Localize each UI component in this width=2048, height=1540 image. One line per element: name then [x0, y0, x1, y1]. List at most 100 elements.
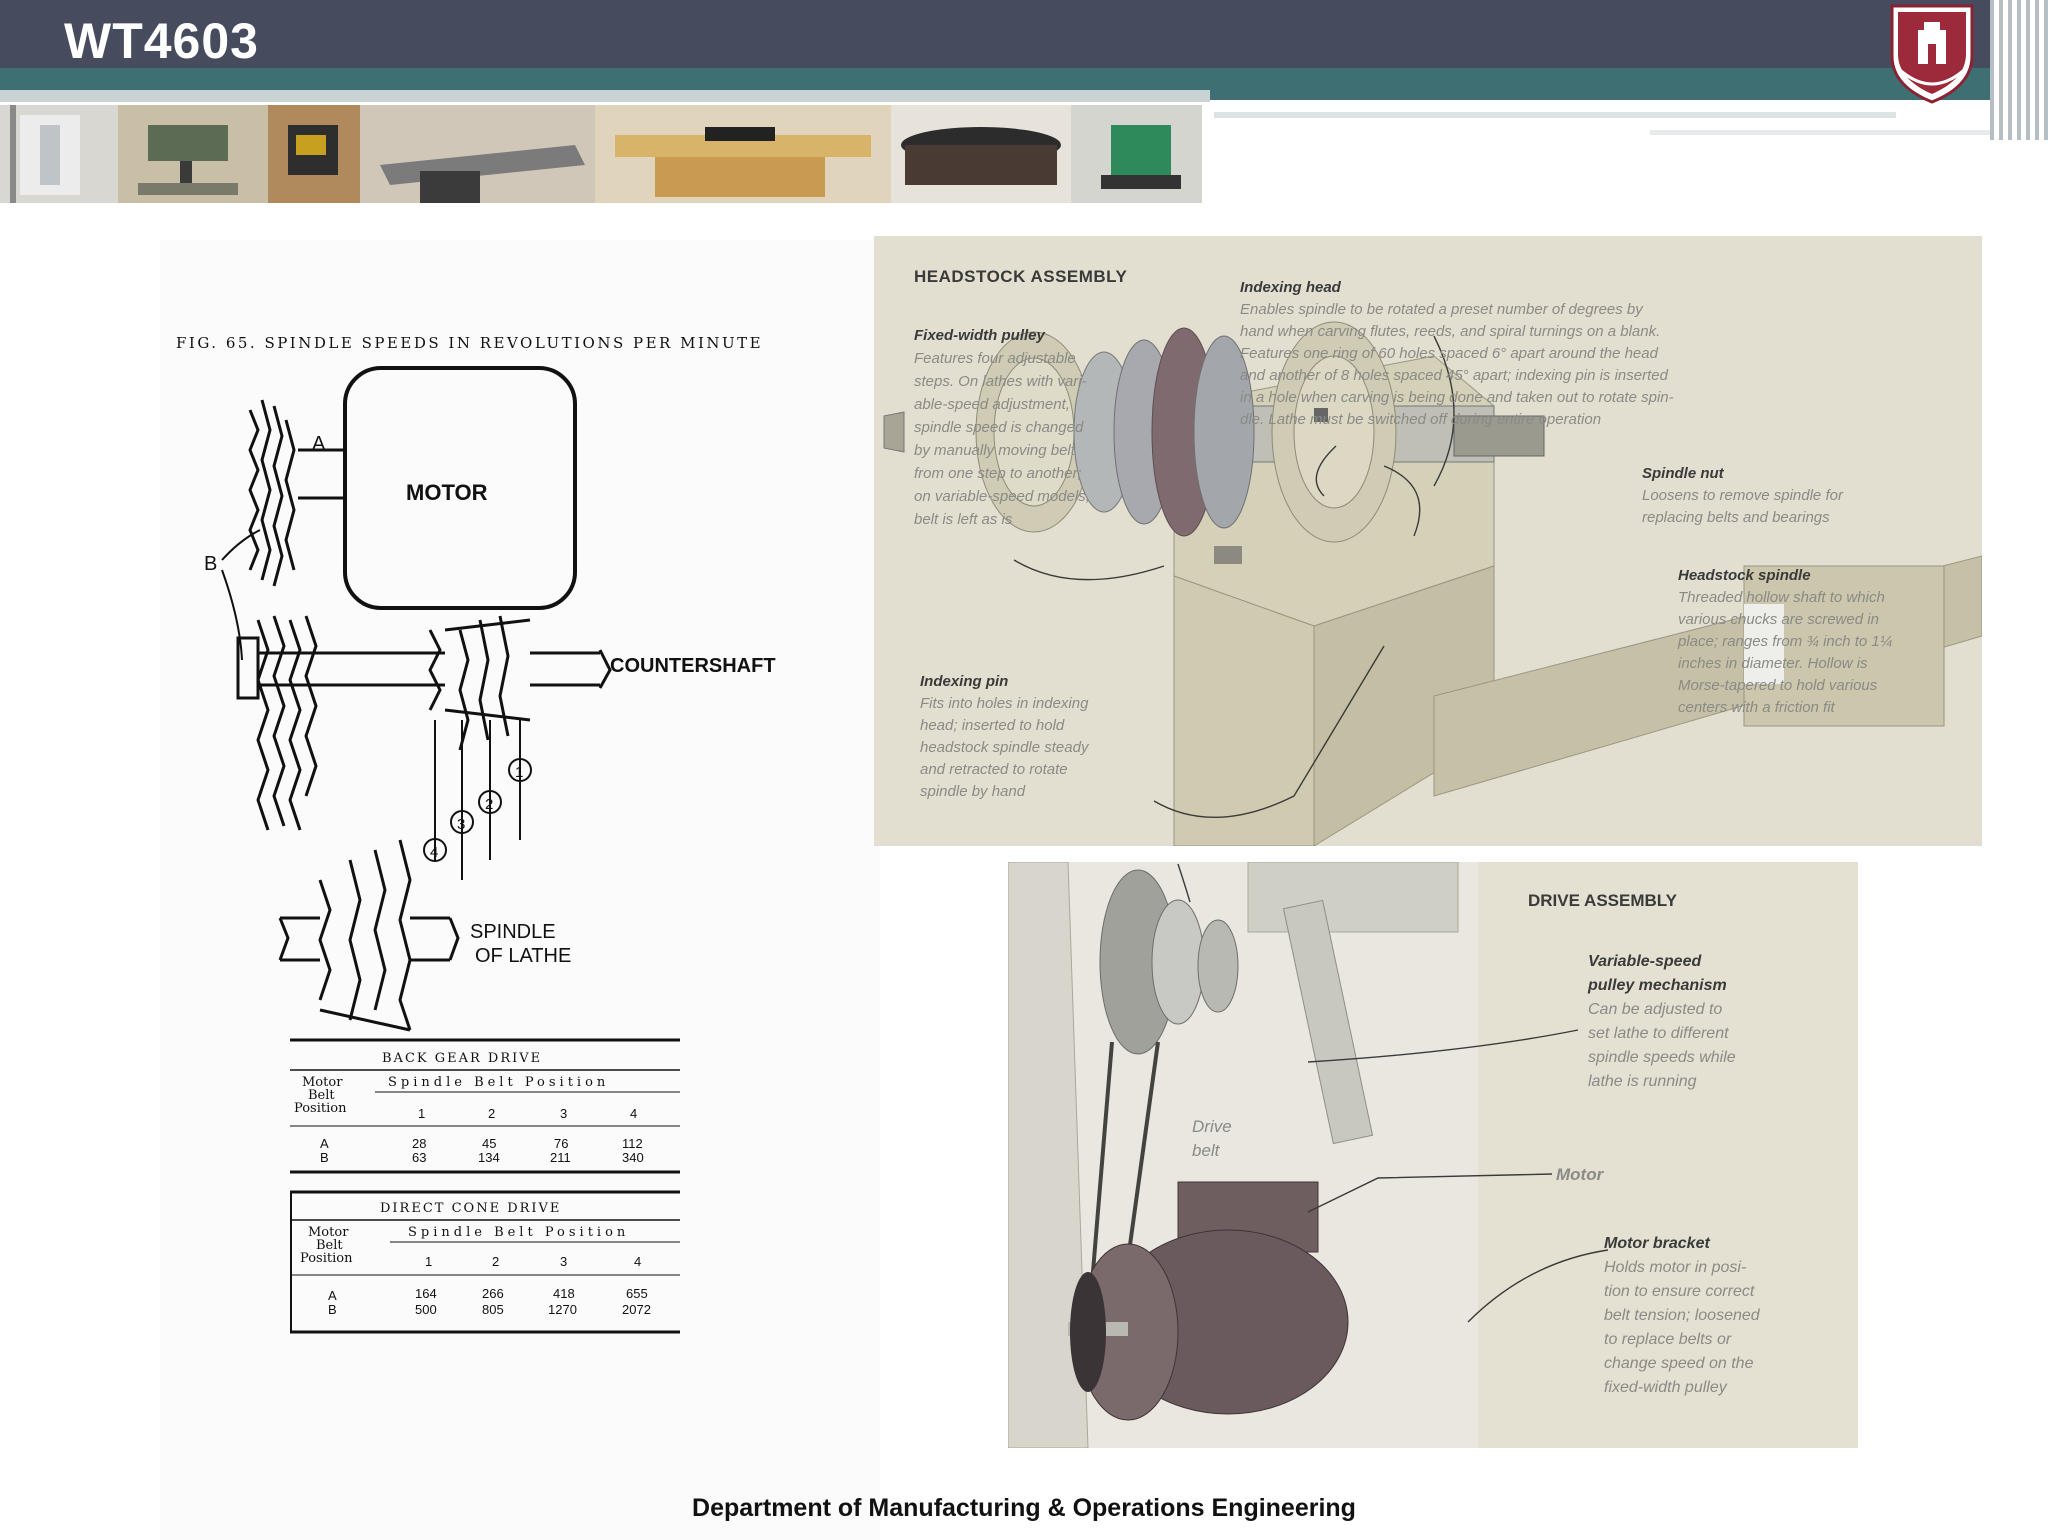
- label-b: B: [204, 553, 217, 575]
- direct-col-group: Spindle Belt Position: [408, 1225, 629, 1240]
- back-gear-row-b: B: [320, 1150, 329, 1165]
- direct-b-4: 2072: [622, 1302, 651, 1317]
- headstock-spindle-line-3: place; ranges from ¾ inch to 1¼: [1677, 633, 1892, 650]
- motor-bracket-line-5: change speed on the: [1604, 1355, 1754, 1372]
- spindle-nut-line-1: Loosens to remove spindle for: [1642, 487, 1844, 504]
- drive-belt-label-1: Drive: [1192, 1117, 1232, 1136]
- countershaft-label: COUNTERSHAFT: [610, 655, 776, 677]
- back-gear-a-4: 112: [622, 1136, 643, 1151]
- back-gear-b-1: 63: [412, 1150, 426, 1165]
- drill-press-photo: [118, 105, 268, 203]
- motor-bracket-line-3: belt tension; loosened: [1604, 1307, 1761, 1324]
- direct-a-3: 418: [553, 1286, 575, 1301]
- direct-col-2: 2: [492, 1254, 499, 1269]
- university-crest-logo: [1890, 4, 1974, 104]
- header-line-short: [1650, 130, 2010, 135]
- fixed-pulley-line-7: on variable-speed models,: [914, 488, 1090, 505]
- spindle-label-line2: OF LATHE: [475, 945, 571, 967]
- fixed-pulley-line-5: by manually moving belt: [914, 442, 1076, 459]
- headstock-spindle-line-6: centers with a friction fit: [1678, 699, 1836, 716]
- saw-photo: [268, 105, 360, 203]
- motor-bracket-line-1: Holds motor in posi-: [1604, 1259, 1746, 1276]
- indexing-head-line-2: hand when carving flutes, reeds, and spi…: [1240, 323, 1660, 340]
- direct-col-3: 3: [560, 1254, 567, 1269]
- countershaft: [236, 615, 612, 831]
- drive-illustration: DRIVE ASSEMBLY Variable-speed pulley mec…: [1008, 862, 1761, 1448]
- variable-speed-line-3: spindle speeds while: [1588, 1049, 1736, 1066]
- fixed-pulley-line-1: Features four adjustable: [914, 350, 1076, 367]
- headstock-spindle-line-2: various chucks are screwed in: [1678, 611, 1879, 628]
- table-saw-photo: [595, 105, 891, 203]
- title-bar: WT4603: [0, 0, 2048, 69]
- direct-row-header-2: Belt: [316, 1238, 343, 1253]
- back-gear-row-header-1: Motor: [302, 1075, 343, 1090]
- direct-a-2: 266: [482, 1286, 504, 1301]
- position-2: 2: [485, 796, 493, 813]
- spindle-nut-title: Spindle nut: [1642, 465, 1725, 482]
- spindle-cone-pulley: [278, 839, 460, 1032]
- router-photo: [1071, 105, 1202, 203]
- sander-photo: [891, 105, 1071, 203]
- spindle-label-line1: SPINDLE: [470, 921, 556, 943]
- headstock-spindle-title: Headstock spindle: [1678, 567, 1811, 584]
- variable-speed-line-4: lathe is running: [1588, 1073, 1697, 1090]
- variable-speed-line-1: Can be adjusted to: [1588, 1001, 1722, 1018]
- leader-lines: [1013, 335, 1455, 819]
- variable-speed-line-2: set lathe to different: [1588, 1025, 1729, 1042]
- headstock-spindle-line-4: inches in diameter. Hollow is: [1678, 655, 1868, 672]
- direct-b-2: 805: [482, 1302, 504, 1317]
- indexing-pin-line-4: and retracted to rotate: [920, 761, 1068, 778]
- back-gear-b-2: 134: [478, 1150, 500, 1165]
- back-gear-title: BACK GEAR DRIVE: [382, 1051, 542, 1066]
- motor-box: [343, 366, 577, 610]
- fixed-pulley-line-4: spindle speed is changed: [914, 419, 1084, 436]
- headstock-illustration: HEADSTOCK ASSEMBLY Fixed-width pulley Fe…: [883, 267, 1982, 846]
- indexing-head-callout: Indexing head Enables spindle to be rota…: [1240, 279, 1674, 428]
- headstock-spindle-line-1: Threaded hollow shaft to which: [1678, 589, 1885, 606]
- header-line: [1214, 112, 1896, 118]
- drive-belt-callout: Drive belt: [1192, 1117, 1232, 1160]
- drive-title: DRIVE ASSEMBLY: [1528, 891, 1678, 910]
- label-a: A: [312, 433, 326, 455]
- back-gear-table: BACK GEAR DRIVE Motor Belt Position Spin…: [290, 1038, 680, 1174]
- back-gear-a-2: 45: [482, 1136, 496, 1151]
- back-gear-col-2: 2: [488, 1106, 495, 1121]
- headstock-spindle-line-5: Morse-tapered to hold various: [1678, 677, 1878, 694]
- back-gear-b-4: 340: [622, 1150, 644, 1165]
- drive-motor: [1068, 1181, 1349, 1421]
- course-code: WT4603: [64, 13, 259, 69]
- direct-b-1: 500: [415, 1302, 437, 1317]
- indexing-pin-line-3: headstock spindle steady: [920, 739, 1090, 756]
- indexing-pin-title: Indexing pin: [920, 673, 1008, 690]
- indexing-head-line-3: Features one ring of 60 holes spaced 6° …: [1240, 345, 1659, 362]
- indexing-pin-line-2: head; inserted to hold: [920, 717, 1065, 734]
- belt-position-arrows: [423, 720, 532, 880]
- variable-speed-pulleys: [1099, 869, 1239, 1055]
- direct-a-4: 655: [626, 1286, 648, 1301]
- direct-row-header-3: Position: [300, 1251, 353, 1266]
- left-figure-panel: [160, 240, 880, 1540]
- spindle-nut-line-2: replacing belts and bearings: [1642, 509, 1830, 526]
- back-gear-row-header-3: Position: [294, 1101, 347, 1116]
- direct-col-1: 1: [425, 1254, 432, 1269]
- direct-row-b: B: [328, 1302, 337, 1317]
- fixed-pulley-line-6: from one step to another;: [914, 465, 1082, 482]
- header-band: [0, 68, 2048, 90]
- position-4: 4: [430, 844, 438, 861]
- position-3: 3: [457, 816, 465, 833]
- back-gear-col-1: 1: [418, 1106, 425, 1121]
- spindle-nut: [1314, 408, 1328, 422]
- back-gear-col-4: 4: [630, 1106, 637, 1121]
- back-gear-col-group: Spindle Belt Position: [388, 1075, 609, 1090]
- variable-speed-title-1: Variable-speed: [1588, 953, 1702, 970]
- fixed-pulley-callout: Fixed-width pulley Features four adjusta…: [914, 327, 1090, 528]
- direct-row-header-1: Motor: [308, 1225, 349, 1240]
- header-band-light: [0, 90, 1210, 102]
- back-gear-a-1: 28: [412, 1136, 426, 1151]
- department-footer: Department of Manufacturing & Operations…: [692, 1494, 1356, 1522]
- back-gear-a-3: 76: [554, 1136, 568, 1151]
- headstock-title: HEADSTOCK ASSEMBLY: [914, 267, 1128, 286]
- indexing-head-line-4: and another of 8 holes spaced 45° apart;…: [1240, 367, 1669, 384]
- back-gear-row-header-2: Belt: [308, 1088, 335, 1103]
- direct-col-4: 4: [634, 1254, 641, 1269]
